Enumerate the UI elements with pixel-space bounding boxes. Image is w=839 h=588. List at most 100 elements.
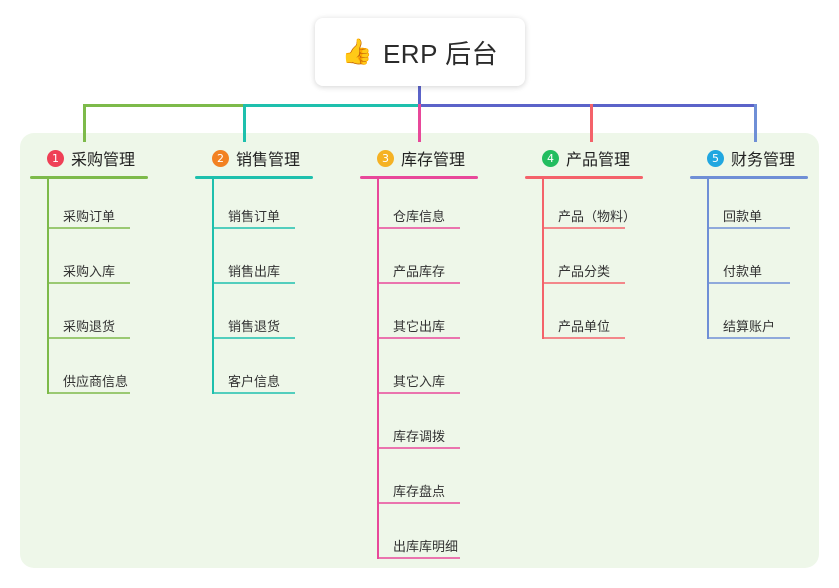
list-item-rule [707,227,790,229]
list-item[interactable]: 采购退货 [30,289,148,344]
list-item[interactable]: 付款单 [690,234,808,289]
column-rule-2 [195,176,313,179]
column-items-1: 采购订单采购入库采购退货供应商信息 [30,179,148,399]
column-items-5: 回款单付款单结算账户 [690,179,808,344]
column-badge-4: 4 [542,149,559,167]
list-item[interactable]: 库存调拨 [360,399,478,454]
connector-bar-teal [243,104,419,107]
list-item[interactable]: 回款单 [690,179,808,234]
column-title-2: 销售管理 [236,152,301,169]
column-rule-4 [525,176,643,179]
column-spine-5 [707,179,709,339]
column-title-4: 产品管理 [566,152,631,169]
list-item[interactable]: 销售退货 [195,289,313,344]
list-item[interactable]: 产品（物料） [525,179,643,234]
list-item-label: 产品分类 [558,264,611,279]
list-item-label: 采购订单 [63,209,116,224]
list-item[interactable]: 出库库明细 [360,509,478,564]
list-item[interactable]: 库存盘点 [360,454,478,509]
list-item-rule [212,227,295,229]
column-header-4[interactable]: 4 产品管理 [525,145,643,171]
list-item[interactable]: 仓库信息 [360,179,478,234]
list-item-label: 产品单位 [558,319,611,334]
list-item-label: 采购入库 [63,264,116,279]
list-item-rule [542,282,625,284]
column-items-4: 产品（物料） 产品分类产品单位 [525,179,643,344]
list-item-label: 仓库信息 [393,209,446,224]
list-item-rule [212,392,295,394]
column-items-2: 销售订单销售出库销售退货客户信息 [195,179,313,399]
list-item-rule [542,337,625,339]
list-item-rule [47,392,130,394]
connector-bar-left-green [83,104,243,107]
connector-drop-3 [418,104,421,142]
list-item-label: 付款单 [723,264,763,279]
root-node[interactable]: 👍 ERP 后台 [315,18,525,86]
column-spine-3 [377,179,379,559]
list-item-label: 采购退货 [63,319,116,334]
column-3: 3 库存管理仓库信息产品库存其它出库其它入库库存调拨库存盘点出库库明细 [360,145,478,564]
list-item-rule [542,227,625,229]
thumbs-up-icon: 👍 [341,37,373,66]
list-item-label: 其它出库 [393,319,446,334]
list-item-rule [47,282,130,284]
list-item[interactable]: 产品单位 [525,289,643,344]
list-item-rule [377,282,460,284]
list-item[interactable]: 产品库存 [360,234,478,289]
column-title-3: 库存管理 [401,152,466,169]
list-item-label: 销售出库 [228,264,281,279]
list-item[interactable]: 产品分类 [525,234,643,289]
connector-drop-2 [243,104,246,142]
list-item-label: 供应商信息 [63,374,129,389]
list-item[interactable]: 客户信息 [195,344,313,399]
column-title-1: 采购管理 [71,152,136,169]
list-item-rule [377,337,460,339]
list-item-rule [47,337,130,339]
column-spine-4 [542,179,544,339]
list-item-label: 销售订单 [228,209,281,224]
column-badge-5: 5 [707,149,724,167]
connector-drop-4 [590,104,593,142]
list-item[interactable]: 其它入库 [360,344,478,399]
list-item[interactable]: 销售订单 [195,179,313,234]
list-item-rule [377,557,460,559]
column-rule-3 [360,176,478,179]
list-item[interactable]: 销售出库 [195,234,313,289]
list-item-rule [47,227,130,229]
diagram-panel [20,133,819,568]
list-item[interactable]: 采购入库 [30,234,148,289]
column-items-3: 仓库信息产品库存其它出库其它入库库存调拨库存盘点出库库明细 [360,179,478,564]
list-item-label: 销售退货 [228,319,281,334]
list-item-rule [377,392,460,394]
connector-drop-1 [83,104,86,142]
connector-bar-right-blue [418,104,757,107]
list-item-label: 出库库明细 [393,539,459,554]
list-item-label: 结算账户 [723,319,776,334]
list-item[interactable]: 结算账户 [690,289,808,344]
list-item-rule [212,337,295,339]
column-rule-5 [690,176,808,179]
list-item-label: 其它入库 [393,374,446,389]
list-item-label: 客户信息 [228,374,281,389]
list-item-rule [377,227,460,229]
column-header-3[interactable]: 3 库存管理 [360,145,478,171]
list-item-rule [707,337,790,339]
list-item[interactable]: 其它出库 [360,289,478,344]
column-4: 4 产品管理产品（物料） 产品分类产品单位 [525,145,643,344]
list-item-label: 回款单 [723,209,763,224]
column-rule-1 [30,176,148,179]
column-spine-2 [212,179,214,394]
list-item-label: 产品（物料） [558,209,637,224]
column-badge-3: 3 [377,149,394,167]
list-item-label: 库存盘点 [393,484,446,499]
list-item[interactable]: 采购订单 [30,179,148,234]
list-item-label: 产品库存 [393,264,446,279]
connector-root-stem [418,86,421,106]
list-item[interactable]: 供应商信息 [30,344,148,399]
